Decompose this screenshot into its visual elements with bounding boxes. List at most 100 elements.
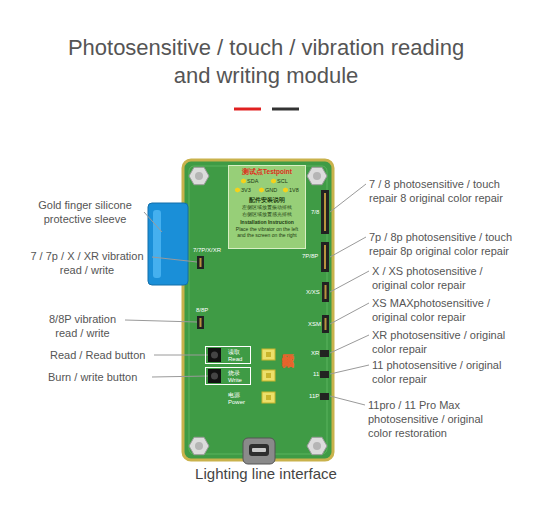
- callout-label: 7p / 8p photosensitive / touch repair 8p…: [369, 230, 524, 258]
- silkscreen-label: X/XS: [306, 289, 320, 296]
- panel-heading: 测试点Testpoint: [229, 168, 305, 175]
- silkscreen-label: 7P/8P: [302, 253, 318, 260]
- callout-label: Read / Read button: [50, 348, 160, 362]
- silkscreen-label: 7/7P/X/XR: [193, 247, 221, 254]
- leader-line: [125, 320, 197, 322]
- pin-header: [320, 393, 329, 400]
- callout-label: 11 photosensitive / original color repai…: [372, 358, 522, 386]
- leader-line: [152, 376, 208, 377]
- fpc-connector: [321, 242, 329, 272]
- button-label: Write: [228, 377, 242, 384]
- instruction-heading: Installation Instruction: [229, 220, 305, 226]
- standoff-hex: [189, 437, 209, 454]
- standoff-hole: [313, 442, 321, 450]
- standoff-hex: [307, 437, 327, 454]
- leader-line: [154, 355, 208, 356]
- silkscreen-label: 11P: [309, 393, 319, 400]
- callout-label: Lighting line interface: [166, 465, 366, 483]
- standoff: [307, 167, 327, 184]
- standoff-hex: [189, 167, 209, 184]
- indicator-led: [262, 370, 275, 381]
- callout-label: X / XS photosensitive / original color r…: [372, 264, 502, 292]
- pin-name: 1V8: [283, 187, 299, 193]
- silkscreen-label: 7/8: [311, 209, 319, 216]
- push-switch: [208, 348, 221, 362]
- silkscreen-label: XR: [311, 350, 319, 357]
- standoff-hex: [307, 167, 327, 184]
- accent-dash: [234, 108, 261, 111]
- standoff: [189, 437, 209, 454]
- fpc-connector: [322, 282, 329, 302]
- instruction-text: 左侧区域放置振动排线: [229, 205, 305, 211]
- button-box: 烧录Write: [205, 367, 251, 385]
- pin-name: SCL: [271, 178, 288, 184]
- leader-line: [330, 184, 366, 212]
- silkscreen-label: 11: [313, 371, 319, 378]
- led-die: [266, 352, 271, 357]
- standoff-hole: [313, 172, 321, 180]
- pin-header: [197, 316, 204, 329]
- led-die: [266, 373, 271, 378]
- leader-line: [330, 335, 369, 353]
- pin-header: [320, 350, 329, 357]
- silkscreen-label: 8/8P: [196, 307, 208, 314]
- port-opening: [249, 444, 269, 456]
- callout-label: XS MAXphotosensitive / original color re…: [372, 296, 502, 324]
- title: Photosensitive / touch / vibration readi…: [56, 34, 476, 90]
- leader-line: [330, 237, 366, 257]
- switch-cap: [211, 352, 218, 359]
- button-label: 读取: [228, 349, 240, 356]
- button-label: Read: [228, 356, 242, 363]
- leader-line: [144, 212, 162, 232]
- silkscreen-label: XSM: [308, 321, 321, 328]
- leader-line: [330, 396, 365, 405]
- testpoint-panel: 测试点TestpointSDA SCL 3V3 GND 1V8 配件安装说明左侧区域放置振…: [228, 165, 306, 249]
- standoff: [189, 167, 209, 184]
- board-outline: [189, 166, 327, 454]
- pcb-board: [183, 160, 333, 460]
- connector-pins: [200, 258, 202, 267]
- instruction-heading: 配件安装说明: [229, 197, 305, 203]
- button-box: 读取Read: [205, 346, 251, 364]
- callout-label: XR photosensitive / original color repai…: [372, 328, 522, 356]
- lightning-port: [243, 438, 275, 464]
- pin-header: [197, 256, 204, 269]
- standoff: [307, 437, 327, 454]
- callout-label: 11pro / 11 Pro Max photosensitive / orig…: [368, 398, 498, 440]
- indicator-led: [262, 392, 275, 403]
- connector-pins: [324, 193, 326, 231]
- pin-name: 3V3: [235, 187, 251, 193]
- standoff-hole: [195, 172, 203, 180]
- silkscreen-label: Power: [228, 399, 245, 406]
- connector-pins: [200, 318, 202, 327]
- leader-line: [152, 257, 197, 262]
- pin-name: GND: [259, 187, 277, 193]
- leader-line: [330, 271, 369, 292]
- callout-label: 7 / 7p / X / XR vibration read / write: [22, 249, 152, 277]
- pin-header: [320, 371, 329, 378]
- connector-pins: [325, 318, 327, 330]
- leader-line: [330, 303, 369, 324]
- connector-pins: [325, 285, 327, 299]
- led-die: [266, 395, 271, 400]
- indicator-led: [262, 349, 275, 360]
- port-tongue: [252, 448, 266, 452]
- silkscreen-label: 电源: [228, 392, 240, 399]
- silicone-sleeve: [148, 203, 188, 285]
- connector-pins: [324, 245, 326, 269]
- instruction-text: 右侧区域放置感光排线: [229, 212, 305, 218]
- fpc-connector: [321, 190, 329, 234]
- callout-label: Burn / write button: [48, 370, 158, 384]
- fpc-connector: [322, 315, 329, 333]
- callout-label: 8/8P vibration read / write: [40, 312, 125, 340]
- callout-label: Gold finger silicone protective sleeve: [26, 198, 144, 226]
- accent-dash: [272, 108, 299, 111]
- leader-line: [330, 365, 369, 374]
- standoff-hole: [195, 442, 203, 450]
- callout-label: 7 / 8 photosensitive / touch repair 8 or…: [369, 177, 519, 205]
- push-switch: [208, 369, 221, 383]
- sleeve-highlight: [153, 210, 161, 278]
- pin-name: SDA: [241, 178, 258, 184]
- instruction-text: Place the vibrator on the left and the s…: [232, 227, 302, 239]
